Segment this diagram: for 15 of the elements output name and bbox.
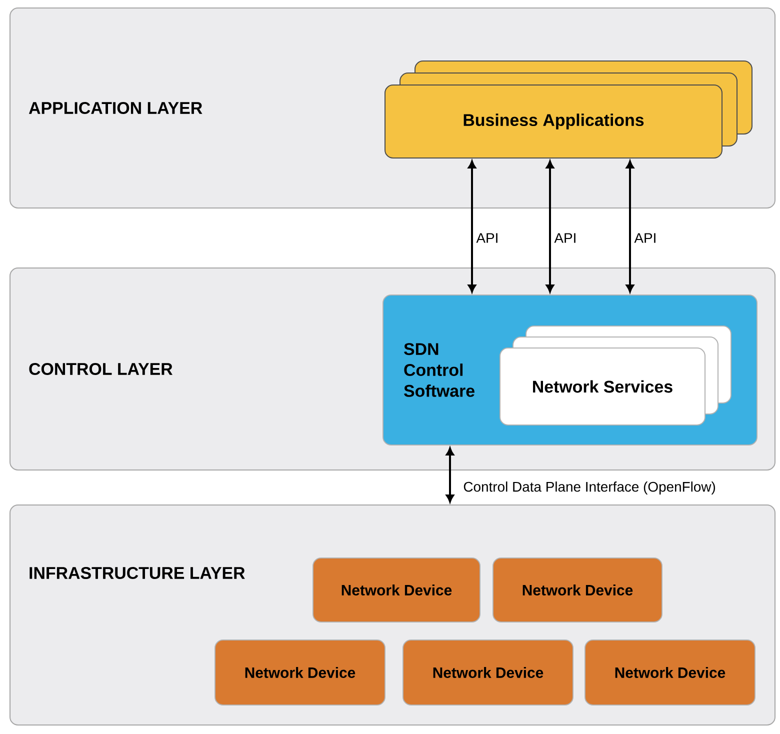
- device-box: Network Device: [312, 558, 480, 622]
- stacked-cards: Network Services: [500, 326, 732, 426]
- device-box: Network Device: [584, 640, 756, 706]
- arrow: [446, 448, 454, 502]
- device-box: Network Device: [214, 640, 386, 706]
- arrow: [468, 160, 476, 292]
- arrow: [546, 160, 554, 292]
- stacked-cards: Business Applications: [384, 60, 752, 158]
- arrow: [626, 160, 634, 292]
- edge-label: Control Data Plane Interface (OpenFlow): [464, 482, 716, 494]
- device-box: Network Device: [402, 640, 574, 706]
- edge-label: API: [476, 233, 498, 243]
- edge-label: API: [634, 233, 656, 243]
- device-box: Network Device: [492, 558, 662, 622]
- edge-label: API: [554, 233, 576, 243]
